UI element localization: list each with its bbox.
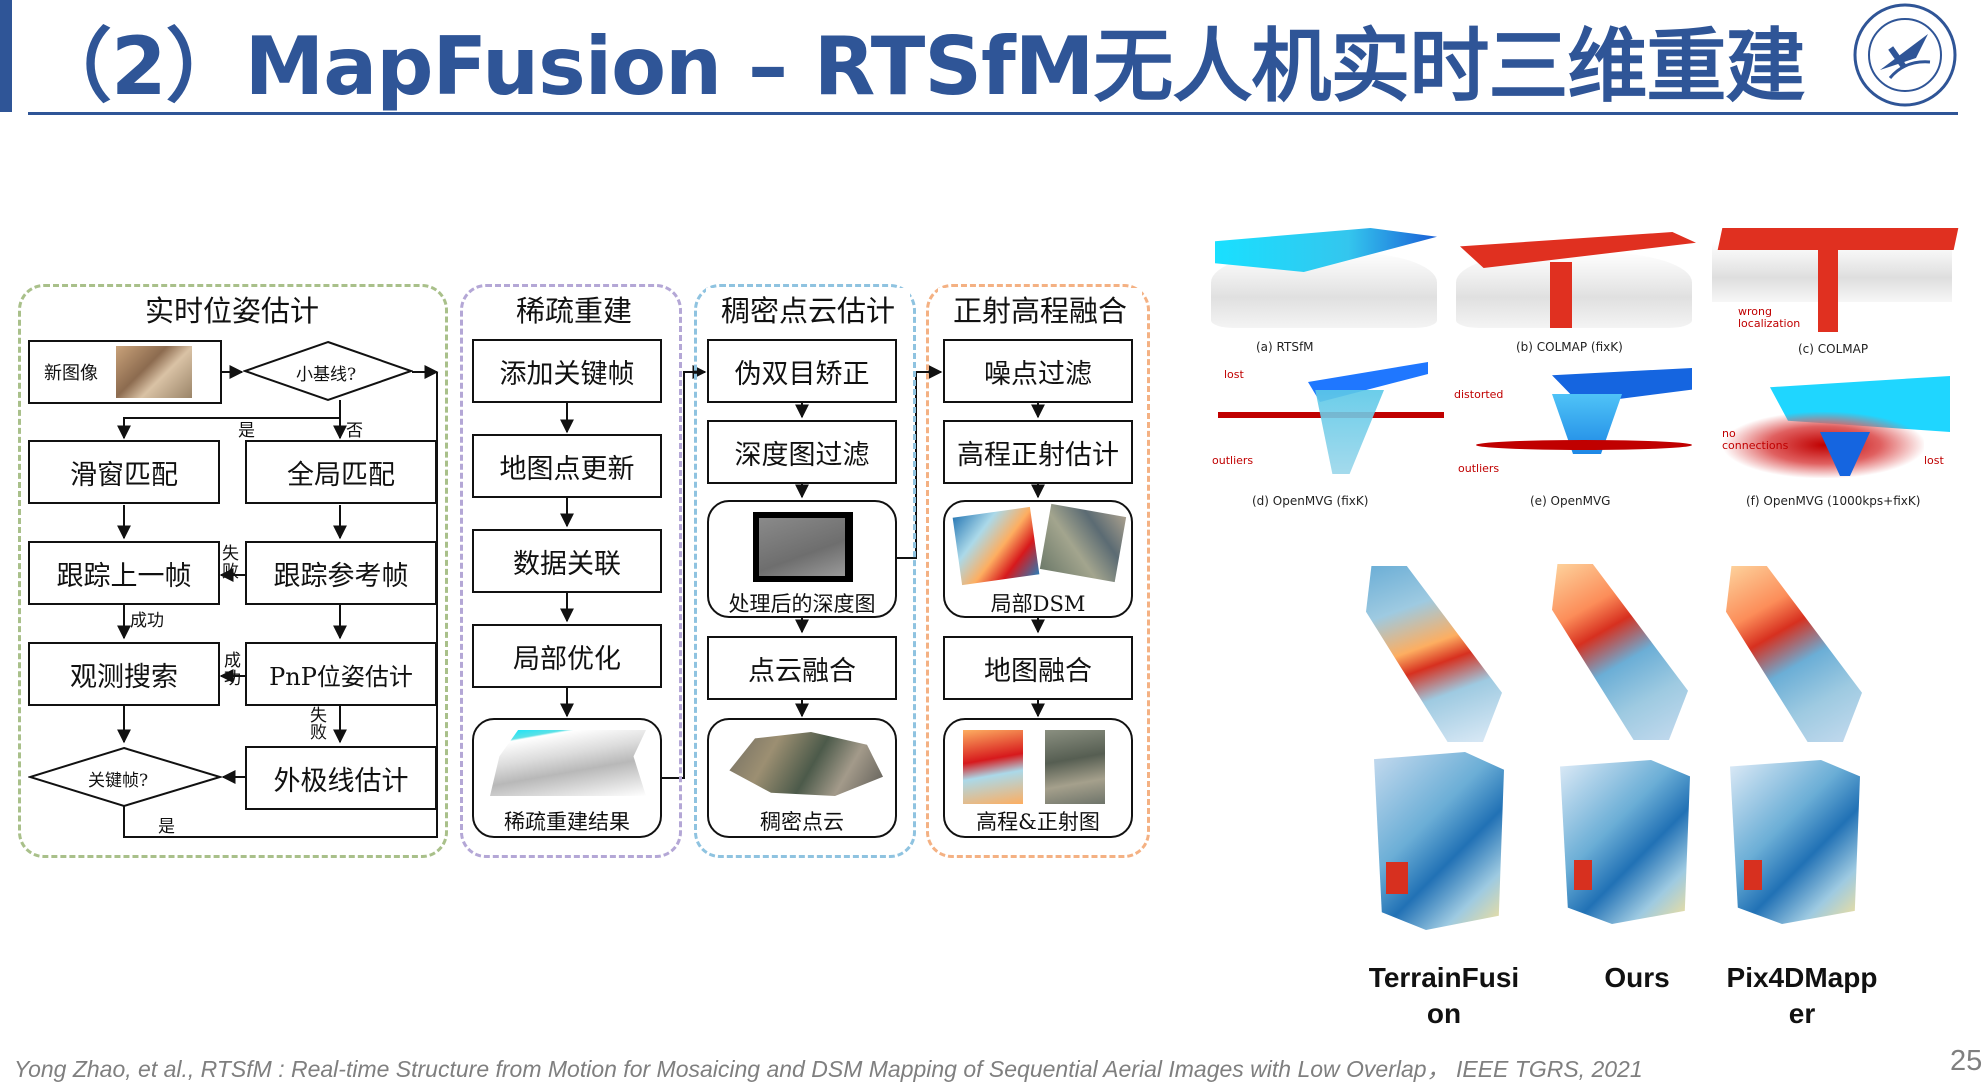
processed-depth-box [707,500,897,618]
processed-depth-caption: 处理后的深度图 [728,592,876,616]
map-point-update-box: 地图点更新 [472,434,662,498]
ortho-elev-ours [1560,760,1690,924]
depth-map-filter-box: 深度图过滤 [707,420,897,484]
panel-sparse-title: 稀疏重建 [494,288,654,330]
new-image-label: 新图像 [44,363,98,384]
dense-cloud-box [707,718,897,838]
sparse-result-caption: 稀疏重建结果 [504,810,630,834]
annotation-outliers-d: outliers [1212,454,1254,467]
panel-ortho-title: 正射高程融合 [938,288,1142,330]
data-association-box: 数据关联 [472,529,662,593]
annotation-distorted: distorted [1454,388,1504,401]
annotation-lost-f: lost [1924,454,1944,467]
sparse-result-thumbnail [490,730,646,796]
comparison-rtsfm [1205,222,1441,332]
annotation-outliers-e: outliers [1458,462,1500,475]
panel-sparse-reconstruction [460,284,682,858]
university-logo-icon [1853,3,1957,107]
comparison-label-a: (a) RTSfM [1256,340,1314,354]
keyframe-label: 关键帧? [88,771,149,791]
noise-filter-box: 噪点过滤 [943,339,1133,403]
dense-cloud-caption: 稠密点云 [760,810,844,834]
title-underline [28,112,1958,115]
annotation-wrong-localization: wrong localization [1738,305,1801,330]
pnp-pose-box: PnP位姿估计 [245,642,437,706]
citation: Yong Zhao, et al., RTSfM : Real-time Str… [14,1056,1643,1082]
track-reference-frame-box: 跟踪参考帧 [245,541,437,605]
success-label-1: 成功 [130,611,164,631]
panel-dense-title: 稠密点云估计 [706,288,910,330]
sliding-window-match-box: 滑窗匹配 [28,440,220,504]
panel-pose-title: 实时位姿估计 [128,288,336,330]
ortho-map-thumbnail [1045,730,1105,804]
new-image-box: 新图像 [28,340,222,404]
keyframe-yes-label: 是 [158,817,175,837]
local-dsm-caption: 局部DSM [990,592,1086,616]
panel-pose-estimation [18,284,448,858]
ortho-elev-terrainfusion [1374,752,1504,930]
elevation-ortho-estimate-box: 高程正射估计 [943,420,1133,484]
map-fusion-box: 地图融合 [943,636,1133,700]
panel-dense-pointcloud [694,284,916,858]
local-dsm-box [943,500,1133,618]
local-optimization-box: 局部优化 [472,624,662,688]
comparison-openmvg-fixk [1218,360,1444,478]
annotation-lost-d: lost [1224,368,1244,381]
comparison-label-c: (c) COLMAP [1798,342,1869,356]
local-ortho-thumbnail [1039,503,1127,583]
fail-label-1: 失败 [222,544,239,582]
comparison-openmvg [1456,364,1696,480]
comparison-label-d: (d) OpenMVG (fixK) [1252,494,1369,508]
comparison-label-e: (e) OpenMVG [1530,494,1611,508]
pseudo-stereo-rectify-box: 伪双目矫正 [707,339,897,403]
track-last-frame-box: 跟踪上一帧 [28,541,220,605]
local-dsm-heatmap-thumbnail [952,506,1040,586]
page-number: 25 [1950,1045,1983,1077]
annotation-no-connections: no connections [1722,427,1789,452]
depth-map-thumbnail [753,512,853,582]
elevation-ortho-box [943,718,1133,838]
slide-title: （2）MapFusion – RTSfM无人机实时三维重建 [32,20,1805,113]
method-label-ours: Ours [1604,962,1670,993]
sparse-result-box [472,718,662,838]
comparison-colmap [1706,222,1962,334]
ortho-elev-pix4dmapper [1730,760,1860,924]
comparison-label-b: (b) COLMAP (fixK) [1516,340,1623,354]
comparison-colmap-fixk [1450,222,1698,332]
small-baseline-decision [243,340,413,402]
keyframe-decision [28,746,224,808]
panel-ortho-elevation [926,284,1150,858]
epipolar-estimation-box: 外极线估计 [245,746,437,810]
new-image-thumbnail [116,346,192,398]
small-baseline-label: 小基线? [296,365,357,385]
comparison-openmvg-1000kps [1720,372,1956,482]
elevation-map-thumbnail [963,730,1023,804]
global-match-box: 全局匹配 [245,440,437,504]
pointcloud-fusion-box: 点云融合 [707,636,897,700]
title-accent-bar [0,0,12,112]
elevation-ortho-caption: 高程&正射图 [976,810,1100,834]
observation-search-box: 观测搜索 [28,642,220,706]
decision-no-label: 否 [346,421,363,441]
decision-yes-label: 是 [238,421,255,441]
success-label-2: 成功 [224,651,241,689]
add-keyframe-box: 添加关键帧 [472,339,662,403]
comparison-label-f: (f) OpenMVG (1000kps+fixK) [1746,494,1921,508]
fail-label-2: 失败 [310,706,327,743]
dense-cloud-thumbnail [729,732,883,796]
